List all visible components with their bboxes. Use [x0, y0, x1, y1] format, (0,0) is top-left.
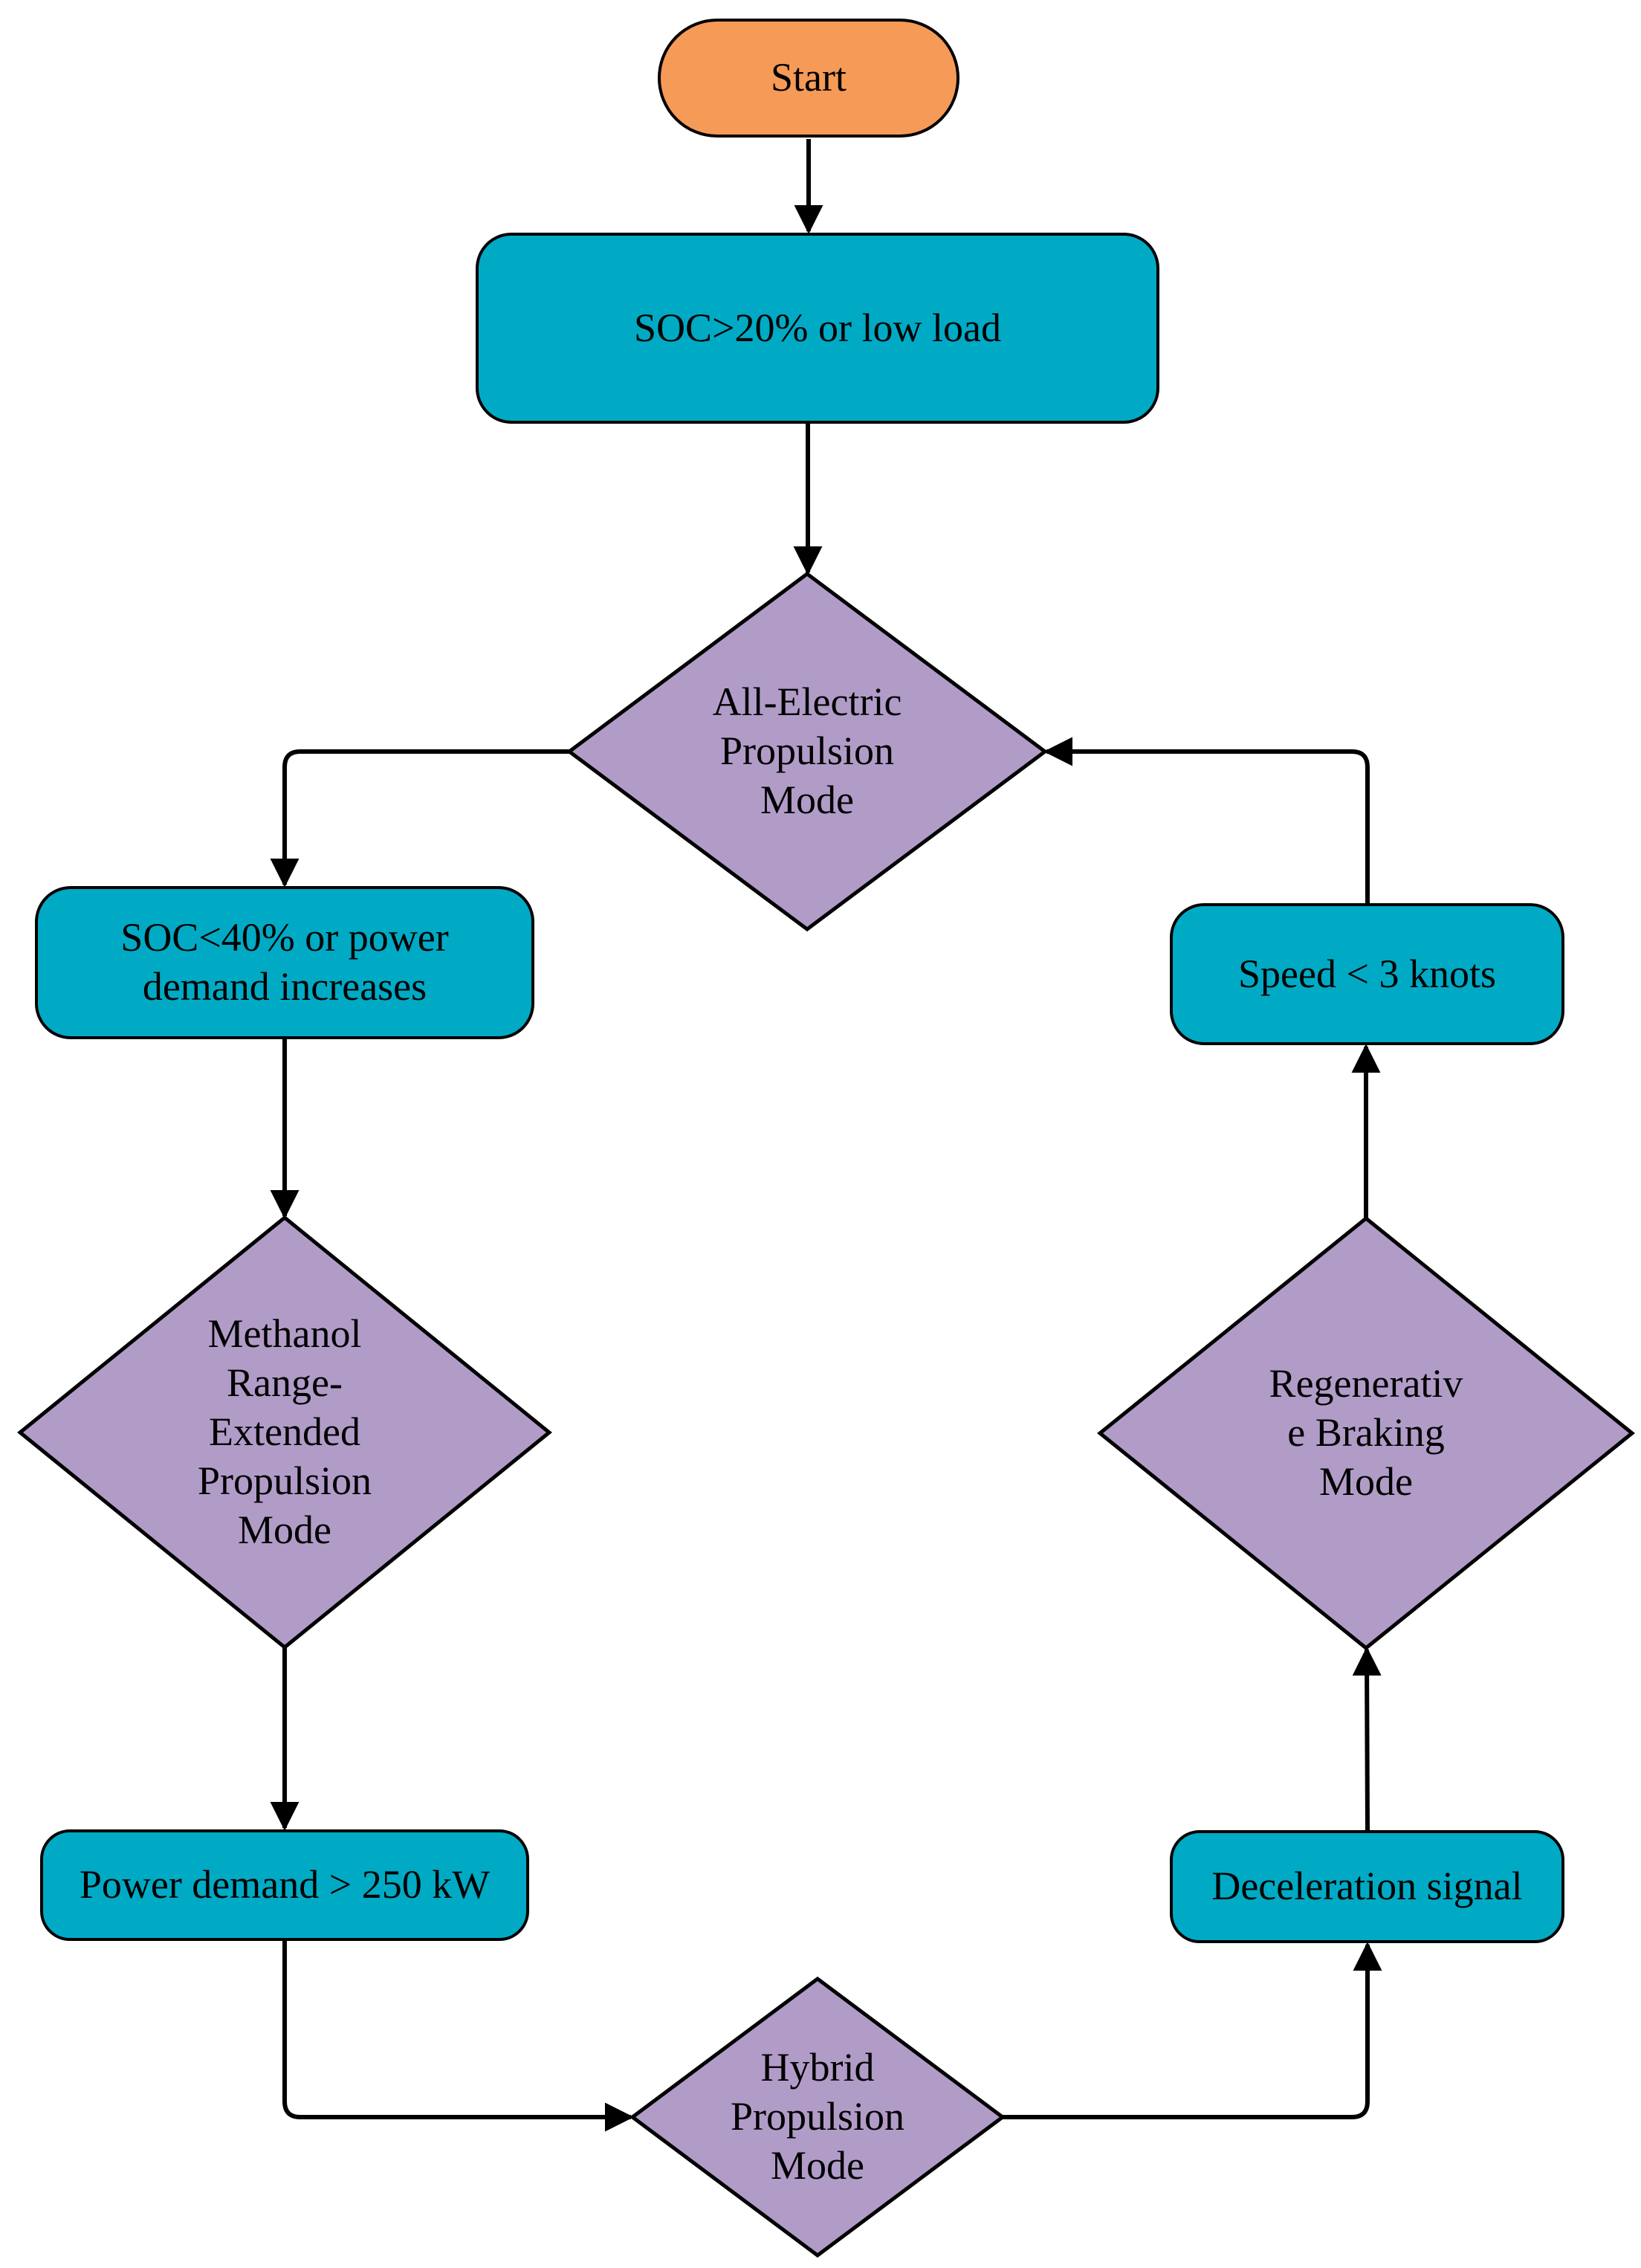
node-soc-gt-20: SOC>20% or low load: [476, 233, 1159, 424]
all-electric-mode-label: All-Electric Propulsion Mode: [712, 679, 902, 822]
regenerative-braking-diamond-shape: [1097, 1215, 1635, 1651]
hybrid-diamond-shape: [629, 1976, 1006, 2258]
start-label: Start: [771, 55, 847, 100]
edge-all-electric-to-soc40: [270, 749, 569, 888]
node-speed-check: Speed < 3 knots: [1170, 903, 1564, 1045]
power-demand-label: Power demand > 250 kW: [79, 1862, 491, 1907]
speed-check-label: Speed < 3 knots: [1238, 951, 1496, 996]
node-start: Start: [658, 19, 959, 138]
regenerative-braking-mode-label: Regenerativ e Braking Mode: [1269, 1361, 1463, 1504]
edge-speed-to-all-electric: [1043, 737, 1370, 903]
soc-lt-40-label: SOC<40% or power demand increases: [120, 915, 449, 1009]
node-soc-lt-40: SOC<40% or power demand increases: [35, 886, 534, 1039]
edge-power-to-hybrid: [282, 1941, 634, 2132]
hybrid-propulsion-mode-label: Hybrid Propulsion Mode: [730, 2045, 905, 2188]
node-deceleration-signal: Deceleration signal: [1170, 1830, 1564, 1943]
all-electric-diamond-shape: [566, 571, 1049, 932]
edge-deceleration-to-regen: [1352, 1647, 1382, 1831]
methanol-diamond-shape: [17, 1215, 552, 1650]
deceleration-signal-label: Deceleration signal: [1211, 1864, 1523, 1909]
node-power-demand: Power demand > 250 kW: [40, 1829, 529, 1941]
methanol-range-extended-mode-label: Methanol Range- Extended Propulsion Mode: [197, 1311, 372, 1552]
soc-gt-20-label: SOC>20% or low load: [634, 305, 1001, 350]
edge-hybrid-to-deceleration: [1003, 1942, 1382, 2119]
